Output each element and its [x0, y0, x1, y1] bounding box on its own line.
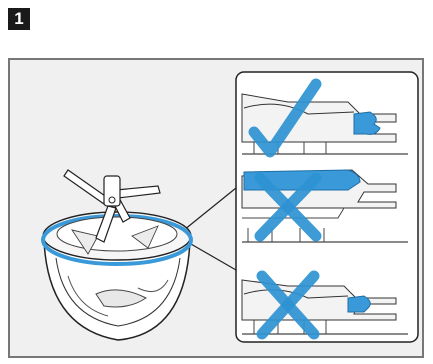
check-icon — [248, 78, 322, 158]
detail-panel-incorrect-high — [241, 169, 408, 243]
leader-line-bottom — [183, 239, 237, 271]
leader-line-top — [183, 187, 237, 231]
blade-icon — [63, 169, 161, 243]
blade-bowl — [41, 211, 193, 341]
step-number-badge: 1 — [8, 8, 30, 30]
blade-assembly-illustration — [41, 71, 419, 343]
detail-panel-correct — [241, 78, 408, 158]
detail-panel-incorrect-low — [241, 270, 408, 340]
cross-icon — [256, 270, 320, 340]
sealing-ring — [41, 214, 193, 266]
cross-icon — [254, 172, 322, 242]
